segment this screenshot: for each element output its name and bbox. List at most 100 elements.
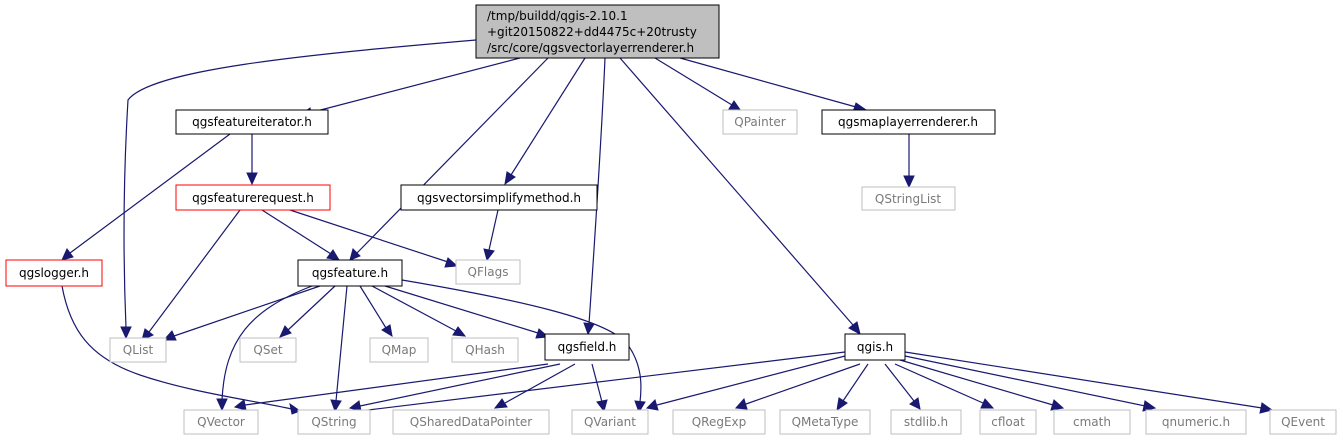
node-qgsfield[interactable]: qgsfield.h [544,333,630,361]
edge-root-qlist-arrow [120,326,132,340]
node-qstring[interactable]: QString [297,409,371,435]
node-qgsfeatureiterator[interactable]: qgsfeatureiterator.h [175,109,329,135]
edge-field-qvariant-arrow [596,399,608,413]
edge-feature-qset [287,285,336,331]
edges [61,39,1274,417]
edge-simplify-qflags-arrow [483,248,495,262]
edge-root-qgis-arrow [848,321,861,335]
node-qvariant[interactable]: QVariant [571,409,649,435]
edge-qgis-cmath [899,359,1054,406]
edge-feature-qlist [173,285,321,337]
node-qmetatype-label: QMetaType [792,415,859,429]
node-qset-label: QSet [253,343,282,357]
node-root[interactable]: /tmp/buildd/qgis-2.10.1 +git20150822+dd4… [475,4,720,59]
edge-root-simplify-arrow [504,171,516,186]
edge-field-qvector [244,363,549,406]
edge-feature-qset-arrow [279,325,292,338]
edge-root-maplayerrenderer [679,57,857,108]
node-qstringlist-label: QStringList [875,192,942,206]
node-qgis[interactable]: qgis.h [844,333,906,361]
edge-root-feature-arrow [349,248,361,261]
node-qregexp-label: QRegExp [692,415,747,429]
node-qpainter[interactable]: QPainter [722,109,798,135]
node-qstringlist[interactable]: QStringList [861,186,956,211]
node-qmetatype[interactable]: QMetaType [779,409,871,435]
edge-field-shareddatapointer-arrow [493,398,508,409]
node-qgsfeaturerequest[interactable]: qgsfeaturerequest.h [175,184,331,211]
node-qshareddatapointer[interactable]: QSharedDataPointer [392,409,550,435]
node-stdlib[interactable]: stdlib.h [890,409,962,435]
node-qgslogger[interactable]: qgslogger.h [5,259,103,287]
node-root-line-3: /src/core/qgsvectorlayerrenderer.h [487,41,694,55]
node-qlist[interactable]: QList [109,337,167,363]
edge-simplify-qflags [488,209,499,251]
node-qgsfield-label: qgsfield.h [558,340,617,354]
edge-feature-qvector-arrow [216,398,228,412]
edge-feature-qmap [359,285,387,329]
node-qnumeric[interactable]: qnumeric.h [1145,409,1247,435]
edge-qgis-qstring [359,351,846,412]
node-cfloat[interactable]: cfloat [979,409,1037,435]
node-qevent-label: QEvent [1281,415,1325,429]
node-qgis-label: qgis.h [857,340,893,354]
node-qhash[interactable]: QHash [451,337,519,363]
edge-feature-field [384,285,539,334]
edge-qgis-qnumeric [904,355,1146,407]
edge-qgis-qmetatype-arrow [836,397,848,412]
edge-feature-qmap-arrow [381,324,393,337]
edge-qgis-qevent-arrow [1259,402,1274,414]
edge-request-qlist [148,209,241,333]
edge-qgis-qregexp-arrow [734,397,748,410]
edge-feature-qlist-arrow [162,330,177,341]
node-qgsvectorsimplifymethod-label: qgsvectorsimplifymethod.h [417,191,581,205]
edge-request-feature-arrow [326,249,340,261]
node-qflags[interactable]: QFlags [455,259,521,285]
edge-featureiterator-request-arrow [246,172,258,186]
node-qregexp[interactable]: QRegExp [672,409,766,435]
node-qvector[interactable]: QVector [183,409,259,435]
node-qnumeric-label: qnumeric.h [1162,415,1230,429]
edge-field-qvariant [591,363,603,403]
edge-root-field-arrow [583,322,595,336]
node-root-line-1: /tmp/buildd/qgis-2.10.1 [487,9,628,23]
node-qgsfeaturerequest-label: qgsfeaturerequest.h [192,191,314,205]
edge-feature-qstring-arrow [330,399,342,413]
edge-qgis-qvariant-arrow [645,399,659,411]
node-qhash-label: QHash [465,343,505,357]
edge-qgis-qregexp [745,363,861,405]
edge-featureiterator-logger-arrow [61,248,74,261]
edge-qgis-stdlib [884,363,915,402]
edge-logger-qstring [61,285,293,410]
node-cmath-label: cmath [1073,415,1111,429]
edge-request-qflags [289,209,449,263]
node-qmap[interactable]: QMap [369,337,429,363]
edge-qgis-qevent [904,351,1263,409]
node-stdlib-label: stdlib.h [904,415,948,429]
node-qgslogger-label: qgslogger.h [19,266,89,280]
edge-root-featureiterator [308,57,521,114]
edge-feature-qhash-arrow [452,326,467,337]
edge-qgis-cmath-arrow [1050,399,1065,411]
edge-feature-qvariant-arrow [634,400,646,414]
node-cfloat-label: cfloat [991,415,1025,429]
node-qgsvectorsimplifymethod[interactable]: qgsvectorsimplifymethod.h [400,184,598,211]
node-qgsfeature-label: qgsfeature.h [312,266,388,280]
edge-qgis-qmetatype [842,363,869,402]
edge-field-qvector-arrow [233,399,247,411]
node-qgsmaplayerrenderer[interactable]: qgsmaplayerrenderer.h [821,109,996,135]
node-qgsfeatureiterator-label: qgsfeatureiterator.h [192,115,312,129]
edge-featureiterator-logger [69,133,231,254]
node-qset[interactable]: QSet [239,337,297,363]
node-qmap-label: QMap [382,343,417,357]
node-qvariant-label: QVariant [584,415,636,429]
node-qshareddatapointer-label: QSharedDataPointer [410,415,533,429]
node-qevent[interactable]: QEvent [1269,409,1337,435]
node-qpainter-label: QPainter [734,115,786,129]
edge-qgis-stdlib-arrow [909,397,921,410]
node-cmath[interactable]: cmath [1053,409,1131,435]
edge-root-feature [356,57,549,254]
edge-field-qstring [359,363,561,407]
node-qgsfeature[interactable]: qgsfeature.h [297,259,403,287]
edge-root-qgis [619,57,854,326]
